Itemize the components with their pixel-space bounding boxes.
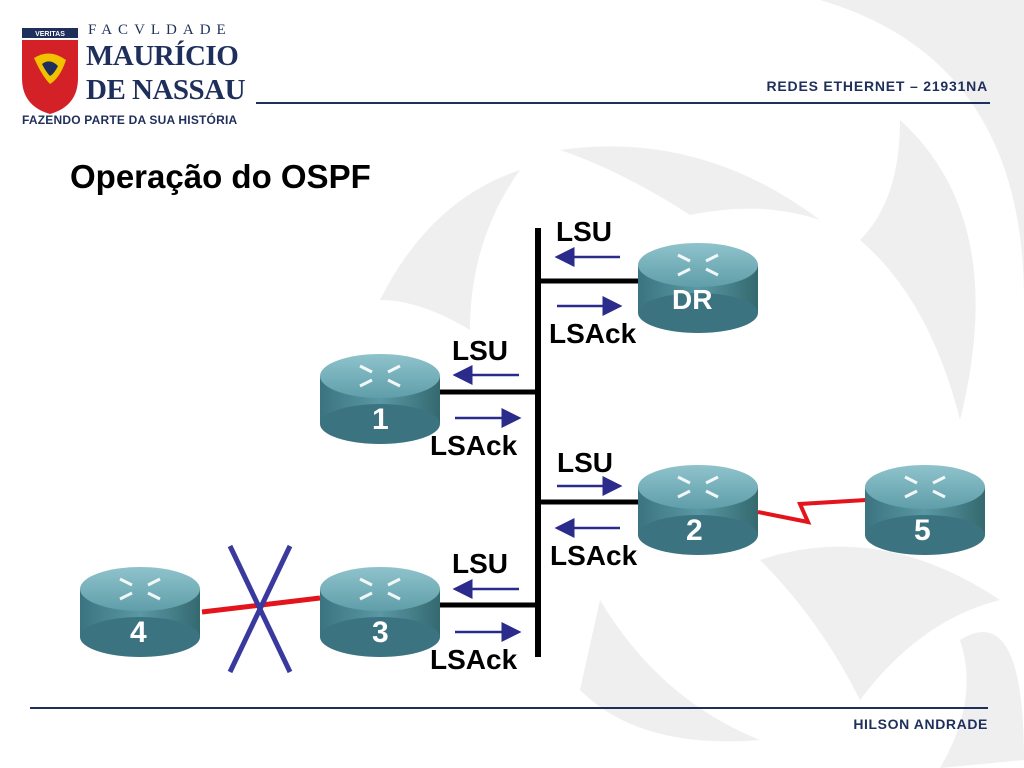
logo-name-line1: MAURÍCIO (86, 40, 239, 72)
logo-tagline: FAZENDO PARTE DA SUA HISTÓRIA (22, 113, 238, 127)
message-label: LSU (557, 447, 613, 478)
shield-motto: VERITAS (35, 31, 65, 38)
logo-name-line2: DE NASSAU (86, 74, 246, 106)
router-4-label: 4 (130, 616, 147, 649)
logo-faculty-word: FACVLDADE (88, 22, 232, 38)
shield-icon: VERITAS (22, 28, 78, 114)
message-label: LSAck (550, 540, 638, 571)
message-label: LSAck (549, 318, 637, 349)
router-3-label: 3 (372, 616, 389, 649)
router-dr-label: DR (672, 284, 713, 315)
header-divider (256, 102, 990, 104)
router-1-label: 1 (372, 403, 389, 436)
message-label: LSU (452, 548, 508, 579)
message-label: LSU (452, 335, 508, 366)
course-title: REDES ETHERNET – 21931NA (766, 78, 988, 94)
institution-logo: VERITAS (18, 22, 240, 132)
message-label: LSAck (430, 430, 518, 461)
serial-link-r2-r5 (757, 498, 867, 525)
slide-title: Operação do OSPF (70, 158, 371, 195)
failed-link-cross (227, 544, 293, 674)
message-label: LSU (556, 216, 612, 247)
footer-divider (30, 707, 988, 709)
footer-author: HILSON ANDRADE (853, 716, 988, 732)
message-label: LSAck (430, 644, 518, 675)
router-2-label: 2 (686, 514, 703, 547)
router-5-label: 5 (914, 514, 931, 547)
